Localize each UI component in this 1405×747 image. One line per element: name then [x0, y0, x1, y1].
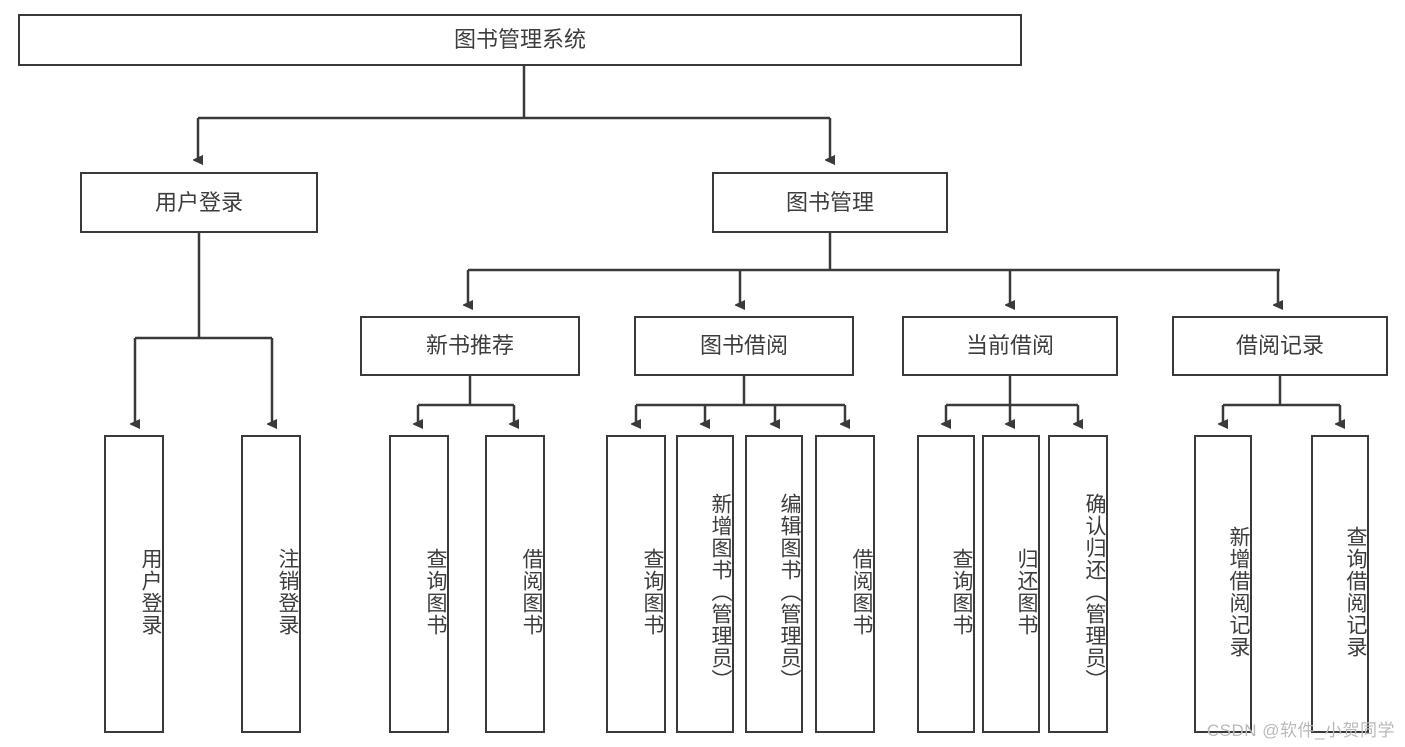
node-label: 编辑图书（管理员）: [778, 493, 801, 691]
csdn-watermark: CSDN @软件_小贺同学: [1206, 721, 1395, 740]
leaf-add-book-admin[interactable]: 新增图书（管理员）: [676, 435, 734, 733]
node-label: 确认归还（管理员）: [1083, 493, 1106, 691]
node-label: 借阅记录: [1235, 333, 1324, 359]
node-label: 图书管理: [785, 189, 874, 215]
node-label: 新书推荐: [425, 333, 514, 359]
node-user-login[interactable]: 用户登录: [80, 172, 318, 233]
leaf-confirm-return-admin[interactable]: 确认归还（管理员）: [1048, 435, 1108, 733]
node-label: 借阅图书: [850, 548, 873, 636]
leaf-user-login[interactable]: 用户登录: [104, 435, 164, 733]
node-label: 用户登录: [139, 548, 162, 636]
node-label: 当前借阅: [965, 333, 1054, 359]
leaf-query-book-2[interactable]: 查询图书: [606, 435, 666, 733]
node-book-management-system[interactable]: 图书管理系统: [18, 14, 1022, 66]
node-book-borrow[interactable]: 图书借阅: [634, 316, 854, 376]
leaf-borrow-book-2[interactable]: 借阅图书: [815, 435, 875, 733]
leaf-logout-login[interactable]: 注销登录: [241, 435, 301, 733]
leaf-borrow-book-1[interactable]: 借阅图书: [485, 435, 545, 733]
node-book-manage[interactable]: 图书管理: [712, 172, 948, 233]
node-label: 查询图书: [641, 548, 664, 636]
leaf-return-book[interactable]: 归还图书: [982, 435, 1040, 733]
node-current-borrow[interactable]: 当前借阅: [902, 316, 1118, 376]
node-label: 查询图书: [950, 548, 973, 636]
node-label: 图书借阅: [699, 333, 788, 359]
node-label: 新增图书（管理员）: [709, 493, 732, 691]
node-label: 注销登录: [276, 548, 299, 636]
node-label: 查询借阅记录: [1344, 526, 1367, 658]
node-label: 归还图书: [1015, 548, 1038, 636]
node-borrow-record[interactable]: 借阅记录: [1172, 316, 1388, 376]
leaf-query-book-1[interactable]: 查询图书: [389, 435, 449, 733]
leaf-edit-book-admin[interactable]: 编辑图书（管理员）: [745, 435, 803, 733]
node-label: 用户登录: [154, 189, 243, 215]
leaf-add-borrow-record[interactable]: 新增借阅记录: [1194, 435, 1252, 733]
leaf-query-book-3[interactable]: 查询图书: [917, 435, 975, 733]
node-label: 新增借阅记录: [1227, 526, 1250, 658]
node-new-book-recommend[interactable]: 新书推荐: [360, 316, 580, 376]
node-label: 查询图书: [424, 548, 447, 636]
node-label: 图书管理系统: [453, 27, 586, 53]
leaf-query-borrow-record[interactable]: 查询借阅记录: [1311, 435, 1369, 733]
node-label: 借阅图书: [520, 548, 543, 636]
